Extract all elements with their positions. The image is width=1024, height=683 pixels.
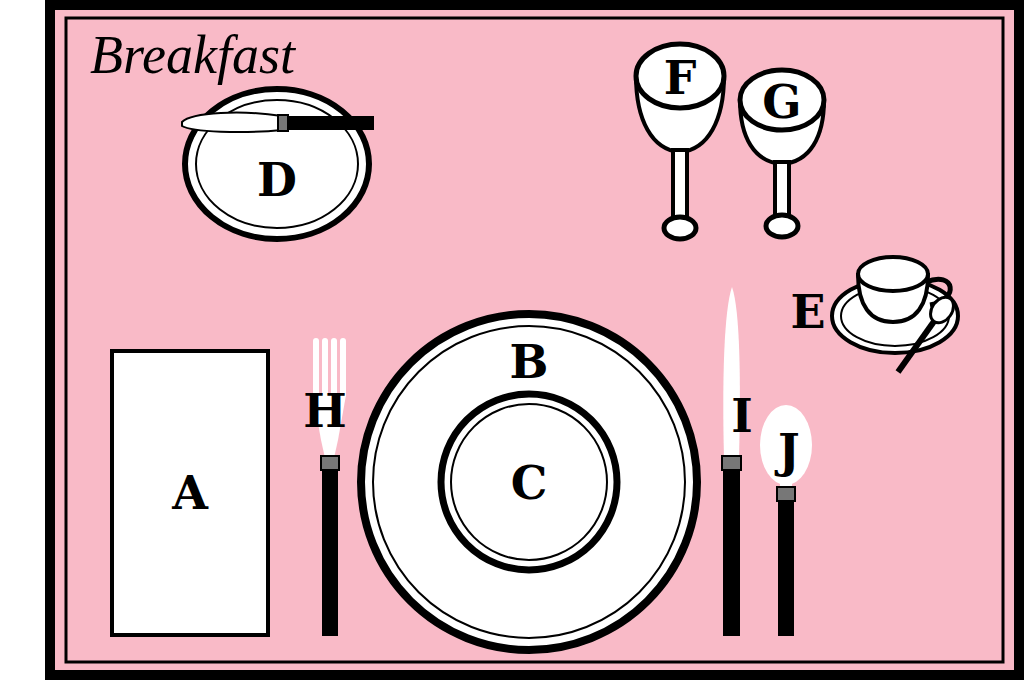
fork bbox=[313, 338, 346, 636]
breakfast-plate: C bbox=[437, 390, 621, 574]
fork-letter: H bbox=[303, 388, 346, 434]
cup-and-saucer bbox=[832, 257, 958, 372]
water-glass: F bbox=[632, 40, 728, 245]
cup-letter: E bbox=[790, 289, 825, 335]
item-letter: C bbox=[511, 460, 548, 506]
item-letter: D bbox=[257, 157, 297, 203]
spoon-letter: J bbox=[778, 428, 800, 474]
napkin: A bbox=[110, 349, 270, 637]
knife bbox=[722, 287, 741, 636]
knife-letter: I bbox=[731, 393, 753, 439]
item-letter: G bbox=[762, 79, 801, 125]
item-letter: F bbox=[664, 55, 697, 101]
item-letter: B bbox=[510, 339, 549, 385]
dinner-plate: BC bbox=[357, 310, 701, 654]
placemat bbox=[55, 10, 1014, 670]
title: Breakfast bbox=[90, 28, 295, 82]
bread-plate: D bbox=[182, 86, 372, 242]
spoon bbox=[760, 405, 812, 636]
juice-glass: G bbox=[736, 62, 828, 242]
placemat-inner-line bbox=[66, 18, 1003, 662]
item-letter: A bbox=[172, 470, 208, 516]
placemat-border bbox=[45, 0, 1024, 680]
